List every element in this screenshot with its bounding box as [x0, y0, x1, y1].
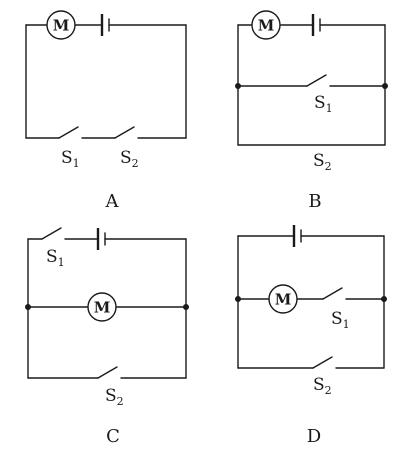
- switch-a-s1-label: S1: [61, 148, 80, 170]
- switch-c-s2-label: S2: [105, 386, 124, 408]
- switch-c-s1-label: S1: [46, 247, 65, 269]
- switch-d-s2: [312, 356, 333, 369]
- motor-c: M: [87, 292, 117, 322]
- battery-c: [96, 228, 106, 250]
- junction-b-right: [382, 83, 388, 89]
- motor-a-label: M: [53, 17, 70, 35]
- panel-d-label: D: [307, 426, 321, 447]
- switch-a-s2-label: S2: [120, 148, 139, 170]
- switch-c-s2: [97, 366, 118, 379]
- wires-b: [237, 24, 386, 146]
- junction-c-right: [183, 304, 189, 310]
- motor-b-label: M: [258, 17, 275, 35]
- switch-b-s1: [306, 74, 327, 87]
- battery-b: [311, 14, 321, 36]
- switch-d-s1-label: S1: [331, 309, 350, 331]
- battery-a: [100, 14, 110, 36]
- circuit-a: M S1 S2 A: [25, 10, 187, 212]
- switch-b-s1-label: S1: [314, 93, 333, 115]
- switch-a-s1: [58, 126, 79, 139]
- motor-d: M: [268, 284, 298, 314]
- switch-b-s2-label: S2: [313, 151, 332, 173]
- motor-c-label: M: [94, 299, 111, 317]
- junction-c-left: [25, 304, 31, 310]
- panel-c-label: C: [106, 426, 120, 447]
- panel-a-label: A: [105, 191, 120, 212]
- motor-b: M: [251, 10, 281, 40]
- wires-a: [25, 24, 187, 139]
- junction-b-left: [235, 83, 241, 89]
- wires-d: [237, 235, 385, 369]
- circuit-c: M S1 S2 C: [25, 227, 189, 447]
- junction-d-right: [381, 296, 387, 302]
- motor-d-label: M: [275, 291, 292, 309]
- motor-a: M: [46, 10, 76, 40]
- switch-a-s2: [114, 126, 135, 139]
- circuit-d: M S1 S2 D: [235, 225, 387, 447]
- battery-d: [292, 225, 302, 247]
- junction-d-left: [235, 296, 241, 302]
- switch-d-s2-label: S2: [313, 375, 332, 397]
- switch-c-s1: [41, 227, 62, 240]
- circuit-b: M S1 S2 B: [235, 10, 388, 212]
- panel-b-label: B: [308, 191, 321, 212]
- switch-d-s1: [322, 287, 343, 300]
